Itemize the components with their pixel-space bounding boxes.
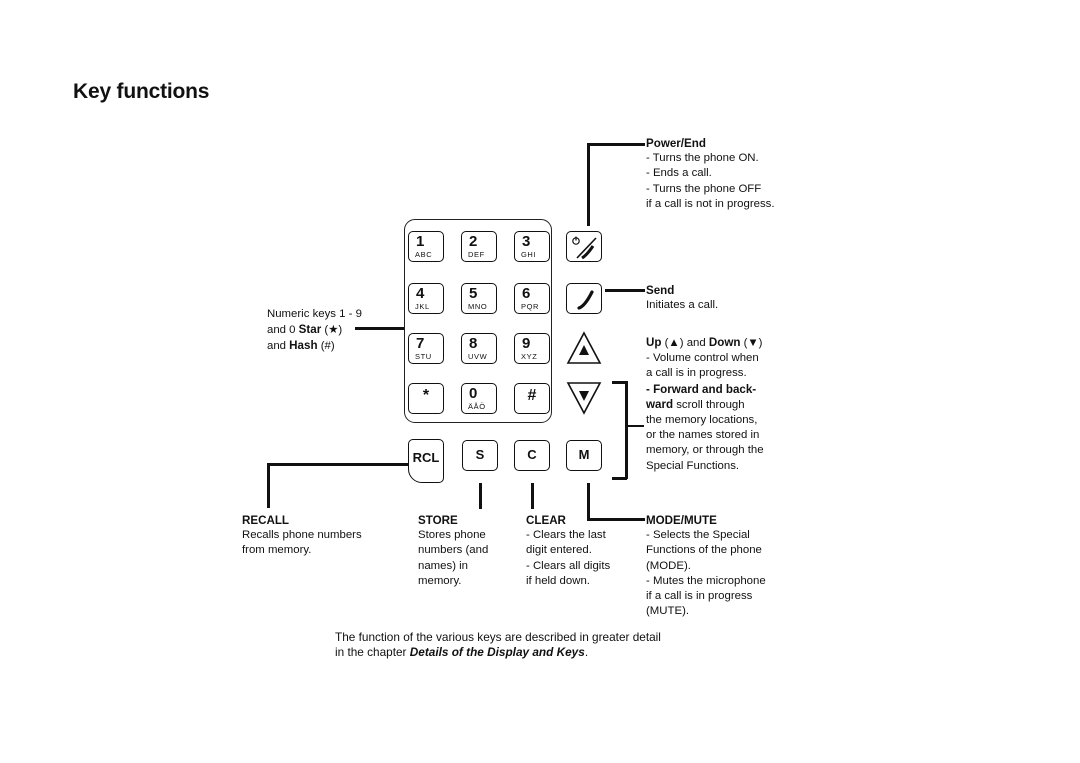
- description-line: memory, or through the: [646, 444, 764, 457]
- power-end-key[interactable]: [566, 231, 602, 262]
- description-line: (MUTE).: [646, 605, 690, 618]
- bracket-vertical: [625, 381, 628, 479]
- handset-icon: [577, 290, 594, 310]
- description-line: Functions of the phone: [646, 544, 762, 557]
- description-line: - Turns the phone OFF: [646, 182, 762, 195]
- down-key[interactable]: [566, 381, 602, 415]
- recall-leader-horizontal: [267, 463, 408, 466]
- send-description: Send Initiates a call.: [646, 283, 718, 313]
- description-line: Stores phone: [418, 529, 486, 542]
- keypad-outline: [404, 219, 552, 423]
- key-star[interactable]: *: [408, 383, 444, 414]
- mode-mute-key[interactable]: M: [566, 440, 602, 471]
- clear-heading: CLEAR: [526, 514, 566, 527]
- description-line: from memory.: [242, 544, 312, 557]
- power-handset-icon: [572, 236, 597, 260]
- power-end-description: Power/End - Turns the phone ON. - Ends a…: [646, 136, 775, 212]
- footer-line: The function of the various keys are des…: [335, 630, 661, 644]
- power-leader-horizontal: [587, 143, 645, 146]
- description-line: - Clears the last: [526, 529, 606, 542]
- description-line: memory.: [418, 574, 462, 587]
- description-line: (MODE).: [646, 559, 691, 572]
- mode-leader-horizontal: [587, 518, 645, 521]
- footer-line: in the chapter Details of the Display an…: [335, 645, 589, 660]
- up-down-heading: Up (▲) and Down (▼): [646, 336, 763, 349]
- store-description: STORE Stores phone numbers (and names) i…: [418, 513, 488, 589]
- recall-description: RECALL Recalls phone numbers from memory…: [242, 513, 362, 559]
- description-line: if a call is not in progress.: [646, 197, 775, 210]
- clear-key[interactable]: C: [514, 440, 550, 471]
- key-hash[interactable]: #: [514, 383, 550, 414]
- store-heading: STORE: [418, 514, 458, 527]
- up-down-description: Up (▲) and Down (▼) - Volume control whe…: [646, 335, 764, 474]
- page-title: Key functions: [73, 80, 210, 103]
- mode-mute-heading: MODE/MUTE: [646, 514, 717, 527]
- recall-heading: RECALL: [242, 514, 290, 527]
- mode-leader-vertical: [587, 483, 590, 520]
- description-line: - Mutes the microphone: [646, 574, 766, 587]
- power-leader-vertical: [587, 143, 590, 226]
- description-line: if held down.: [526, 574, 590, 587]
- description-line: names) in: [418, 559, 469, 572]
- description-line: - Ends a call.: [646, 167, 712, 180]
- up-key[interactable]: [566, 331, 602, 365]
- send-leader: [605, 289, 645, 292]
- description-line: - Selects the Special: [646, 529, 750, 542]
- description-line: a call is in progress.: [646, 367, 747, 380]
- forward-heading: - Forward and back-: [646, 382, 757, 396]
- numeric-keys-description: Numeric keys 1 - 9 and 0 Star (★) and Ha…: [267, 307, 362, 355]
- up-arrow-icon: [566, 331, 602, 364]
- chapter-reference: Details of the Display and Keys: [409, 645, 585, 660]
- description-line: and Hash (#): [267, 339, 335, 353]
- power-end-heading: Power/End: [646, 137, 706, 150]
- description-line: digit entered.: [526, 544, 592, 557]
- description-line: Recalls phone numbers: [242, 529, 362, 542]
- clear-leader: [531, 483, 534, 509]
- description-line: - Clears all digits: [526, 559, 611, 572]
- description-line: and 0 Star (★): [267, 323, 343, 337]
- down-arrow-icon: [566, 382, 602, 415]
- bracket-bottom: [612, 477, 627, 480]
- description-line: or the names stored in: [646, 429, 760, 442]
- footer-note: The function of the various keys are des…: [335, 630, 661, 660]
- numeric-leader: [355, 327, 404, 330]
- description-line: Numeric keys 1 - 9: [267, 308, 362, 320]
- recall-leader-vertical: [267, 463, 270, 508]
- description-line: if a call is in progress: [646, 590, 753, 603]
- send-key[interactable]: [566, 283, 602, 314]
- description-line: - Turns the phone ON.: [646, 152, 759, 165]
- recall-key[interactable]: RCL: [408, 439, 444, 483]
- store-key[interactable]: S: [462, 440, 498, 471]
- bracket-pointer: [626, 425, 644, 427]
- description-line: Special Functions.: [646, 459, 740, 472]
- description-line: the memory locations,: [646, 414, 758, 427]
- description-line: Initiates a call.: [646, 299, 719, 312]
- description-line: ward scroll through: [646, 397, 745, 411]
- send-heading: Send: [646, 284, 675, 297]
- description-line: - Volume control when: [646, 352, 759, 365]
- mode-mute-description: MODE/MUTE - Selects the Special Function…: [646, 513, 766, 619]
- bracket-top: [612, 381, 627, 384]
- clear-description: CLEAR - Clears the last digit entered. -…: [526, 513, 610, 589]
- store-leader: [479, 483, 482, 509]
- description-line: numbers (and: [418, 544, 489, 557]
